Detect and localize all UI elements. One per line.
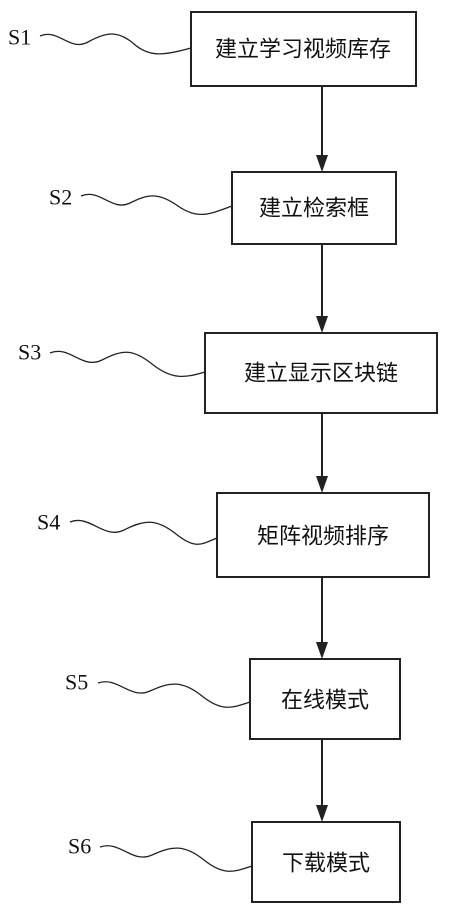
step-s5-leader <box>97 681 251 708</box>
step-s6-box <box>251 821 401 903</box>
arrow-s4-s5 <box>316 577 328 659</box>
step-s4-text: 矩阵视频排序 <box>257 525 389 550</box>
step-s4-label: S4 <box>37 510 60 535</box>
step-s1: 建立学习视频库存 S1 <box>8 11 417 87</box>
step-s6-leader <box>99 845 253 872</box>
step-s5: 在线模式 S5 <box>65 658 401 740</box>
step-s2-box <box>231 171 397 245</box>
step-s6-text: 下载模式 <box>282 852 370 877</box>
arrow-s2-s3 <box>316 244 328 333</box>
step-s3-box <box>204 332 438 414</box>
arrow-s1-s2 <box>316 86 328 172</box>
step-s1-label: S1 <box>8 25 31 50</box>
step-s5-box <box>249 658 401 740</box>
step-s6: 下载模式 S6 <box>68 821 401 903</box>
arrow-s5-s6 <box>316 739 328 822</box>
step-s5-label: S5 <box>65 670 88 695</box>
step-s2-label: S2 <box>49 185 72 210</box>
step-s1-leader <box>39 33 192 55</box>
arrow-s3-s4 <box>316 413 328 493</box>
step-s2: 建立检索框 S2 <box>49 171 397 245</box>
step-s4: 矩阵视频排序 S4 <box>37 492 430 578</box>
step-s3-label: S3 <box>18 340 41 365</box>
step-s1-text: 建立学习视频库存 <box>215 38 391 63</box>
step-s3: 建立显示区块链 S3 <box>18 332 438 414</box>
step-s6-label: S6 <box>68 834 91 859</box>
step-s5-text: 在线模式 <box>281 689 369 714</box>
step-s3-text: 建立显示区块链 <box>244 362 398 387</box>
step-s2-leader <box>80 193 233 215</box>
step-s3-leader <box>49 350 206 377</box>
step-s1-box <box>190 11 417 87</box>
step-s2-text: 建立检索框 <box>259 197 369 222</box>
step-s4-leader <box>69 519 218 545</box>
